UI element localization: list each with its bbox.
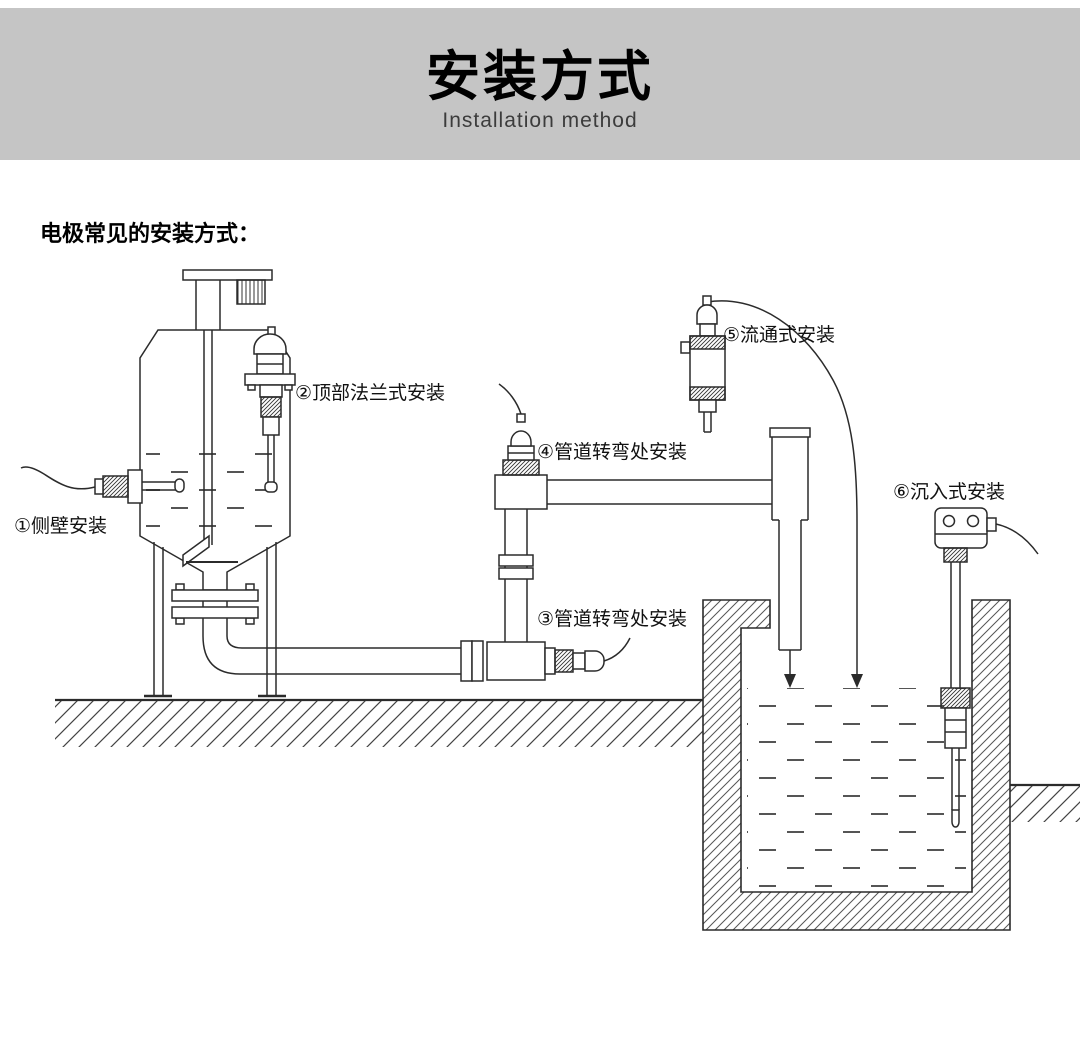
label-side-wall: ①侧壁安装: [14, 516, 108, 537]
bottom-flange: [171, 583, 259, 625]
agitator-blade: [182, 534, 210, 568]
electrode4-cable: [498, 383, 522, 415]
label-pipe-bend-upper: ④管道转弯处安装: [537, 442, 688, 463]
page-subtitle-en: Installation method: [442, 109, 638, 133]
outlet-pipe: [202, 618, 461, 675]
electrode-pipe-bend-lower: [460, 637, 631, 682]
riser-pipe: [498, 509, 534, 642]
discharge-pipe: [769, 427, 811, 688]
header-banner: 安装方式 Installation method: [0, 8, 1080, 160]
diagram-drawing: [20, 269, 1080, 931]
tank: [139, 269, 291, 698]
sump-pit: [702, 599, 1011, 931]
label-submerged: ⑥沉入式安装: [893, 482, 1006, 503]
flow-arrow-down-2: [851, 674, 863, 688]
electrode6-cable: [995, 523, 1039, 555]
label-pipe-bend-lower: ③管道转弯处安装: [537, 609, 688, 630]
label-flow-through: ⑤流通式安装: [723, 325, 836, 346]
tank-legs: [144, 542, 286, 698]
flow-arrow-down-1: [784, 674, 796, 688]
page-title: 安装方式: [426, 47, 654, 107]
tank-liquid: [146, 446, 283, 532]
electrode-pipe-bend-upper: [494, 383, 548, 510]
upper-pipe-run: [547, 479, 772, 505]
electrode-side-wall: [20, 466, 185, 504]
intro-text: 电极常见的安装方式：: [40, 221, 261, 246]
electrode1-cable: [20, 466, 96, 490]
electrode5-cable: [706, 300, 858, 674]
electrode-flow-through: [680, 295, 863, 688]
agitator-motor: [236, 279, 266, 305]
electrode-top-flange: [244, 326, 296, 493]
ground-right: [1010, 783, 1080, 822]
installation-diagram: ①侧壁安装 ②顶部法兰式安装 ④管道转弯处安装 ③管道转弯处安装 ⑤流通式安装 …: [0, 250, 1080, 1056]
electrode-submerged: [934, 507, 1039, 828]
pit-liquid: [747, 688, 966, 888]
electrode3-cable: [603, 637, 631, 662]
label-top-flange: ②顶部法兰式安装: [295, 383, 446, 404]
ground-left: [55, 698, 703, 747]
